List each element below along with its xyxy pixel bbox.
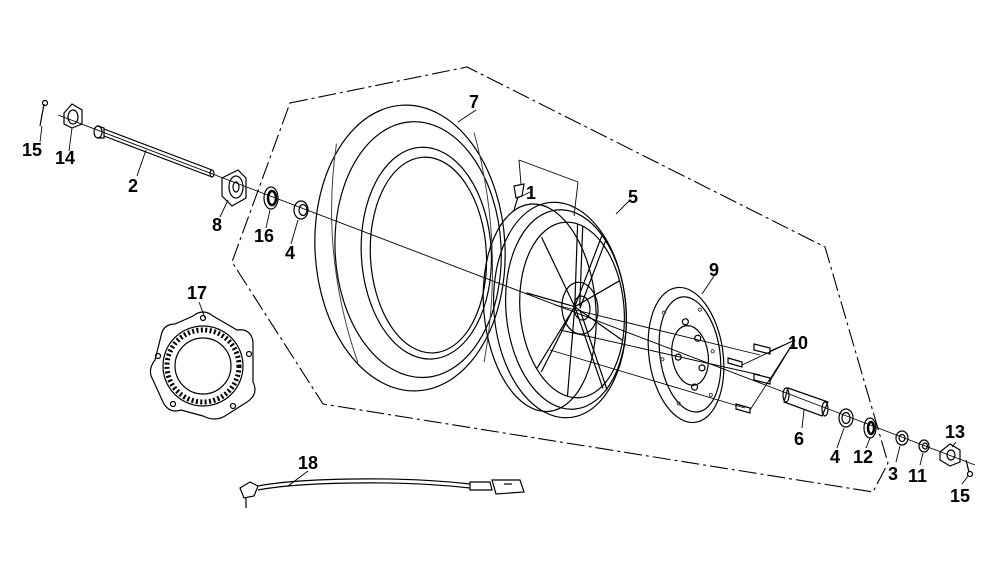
part-6-spacer-sleeve: [782, 387, 829, 417]
part-12-seal-right: [863, 417, 877, 439]
part-5-rim: [482, 201, 628, 419]
part-9-brake-disc: [647, 286, 725, 424]
part-17-abs-tone-ring: [149, 311, 256, 420]
callout-8: 8: [212, 215, 222, 235]
callout-13: 13: [945, 422, 965, 442]
callout-15-left: 15: [22, 140, 42, 160]
part-1-valve: [513, 159, 579, 217]
part-7-tire: [314, 104, 506, 392]
assembly-boundary: [231, 66, 889, 493]
callout-4-right: 4: [830, 447, 840, 467]
callout-17: 17: [187, 283, 207, 303]
leader-lines: [39, 109, 969, 487]
part-4-bearing-left: [293, 200, 309, 220]
part-16-seal: [263, 186, 279, 210]
part-13-nut-right: [939, 443, 961, 467]
part-10-disc-bolts: [727, 339, 796, 414]
callout-12: 12: [853, 447, 873, 467]
part-4-bearing-right: [838, 408, 854, 428]
callout-16: 16: [254, 226, 274, 246]
callout-1: 1: [526, 183, 536, 203]
callout-5: 5: [628, 187, 638, 207]
callout-7: 7: [469, 92, 479, 112]
callout-10: 10: [788, 333, 808, 353]
part-14-axle-nut: [63, 103, 83, 129]
part-15-screw-right: [965, 459, 974, 478]
callout-2: 2: [128, 176, 138, 196]
part-18-abs-sensor-cable: [239, 478, 525, 508]
callout-9: 9: [709, 260, 719, 280]
callout-6: 6: [794, 429, 804, 449]
bolt-line-c: [549, 349, 746, 409]
bolt-line-a: [554, 304, 761, 356]
part-11-washer: [918, 439, 930, 453]
part-15-screw-left: [39, 99, 49, 127]
callout-4-left: 4: [285, 243, 295, 263]
callout-11: 11: [908, 466, 927, 486]
callout-14: 14: [55, 148, 75, 168]
callout-18: 18: [298, 453, 318, 473]
part-3-collar: [895, 430, 909, 446]
part-8-spacer: [221, 169, 247, 207]
callout-15-right: 15: [950, 486, 970, 506]
callout-3: 3: [888, 464, 898, 484]
part-2-axle: [93, 125, 215, 178]
